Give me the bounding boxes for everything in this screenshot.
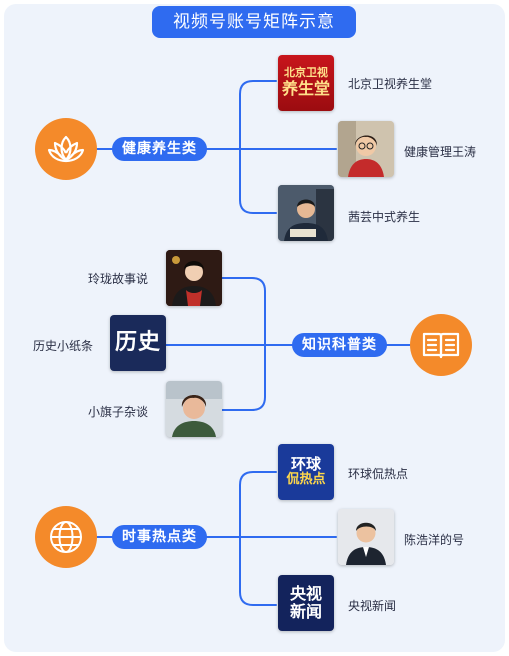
- account-thumbnail-huanqiu: 环球 侃热点: [278, 444, 334, 500]
- account-thumbnail-wang-tao: [338, 121, 394, 177]
- account-thumbnail-linglong: [166, 250, 222, 306]
- account-thumbnail-chen-haoyang: [338, 509, 394, 565]
- portrait-image: [166, 250, 222, 306]
- portrait-image: [166, 381, 222, 437]
- thumbnail-text-line: 养生堂: [281, 79, 330, 99]
- portrait-image: [338, 121, 394, 177]
- thumbnail-text-line: 央视: [289, 583, 322, 603]
- account-thumbnail-qianyun: [278, 185, 334, 241]
- account-name: 历史小纸条: [33, 339, 94, 353]
- portrait-image: [278, 185, 334, 241]
- news-category-label: 时事热点类: [112, 525, 207, 549]
- thumbnail-text-line: 环球: [290, 454, 321, 473]
- thumbnail-text-line: 北京卫视: [284, 66, 328, 80]
- account-thumbnail-xiaoqizi: [166, 381, 222, 437]
- account-thumbnail-history: 历史: [110, 315, 166, 371]
- account-name: 茜芸中式养生: [348, 210, 421, 224]
- health-category-label: 健康养生类: [112, 137, 207, 161]
- science-category-circle: [410, 314, 472, 376]
- book-icon: [422, 332, 460, 359]
- account-thumbnail-beijing-tv: 北京卫视 养生堂: [278, 55, 334, 111]
- account-thumbnail-cctv-news: 央视 新闻: [278, 575, 334, 631]
- account-name: 健康管理王涛: [404, 145, 477, 159]
- account-name: 环球侃热点: [348, 467, 409, 481]
- thumbnail-text-line: 侃热点: [286, 472, 326, 488]
- portrait-image: [338, 509, 394, 565]
- account-name: 陈浩洋的号: [404, 533, 465, 547]
- account-name: 小旗子杂谈: [88, 405, 149, 419]
- science-category-label: 知识科普类: [292, 333, 387, 357]
- connector-health-branch: [239, 80, 277, 214]
- thumbnail-text-line: 新闻: [289, 602, 322, 621]
- connector-science-branch: [221, 277, 266, 411]
- news-category-circle: [35, 506, 97, 568]
- account-name: 北京卫视养生堂: [348, 77, 433, 91]
- diagram-title: 视频号账号矩阵示意: [152, 6, 356, 38]
- account-name: 央视新闻: [348, 599, 397, 613]
- connector-news-branch: [239, 471, 277, 606]
- account-name: 玲珑故事说: [88, 272, 149, 286]
- globe-icon: [50, 521, 82, 553]
- lotus-icon: [47, 135, 85, 163]
- health-category-circle: [35, 118, 97, 180]
- thumbnail-text-line: 历史: [114, 330, 161, 356]
